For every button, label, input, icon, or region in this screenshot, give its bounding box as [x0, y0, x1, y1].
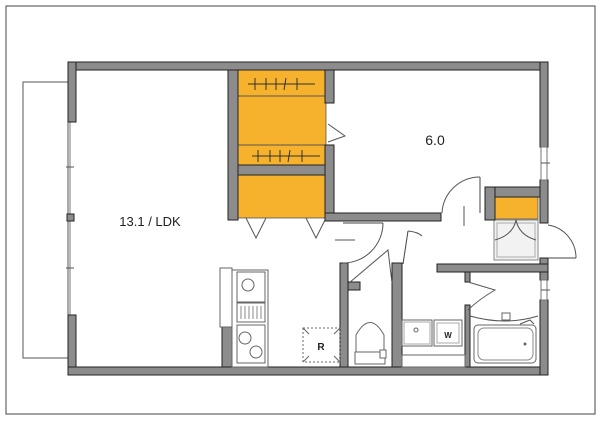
shoe-cabinet	[493, 219, 539, 261]
closet-upper	[237, 69, 347, 166]
toilet-door	[348, 249, 393, 284]
wash-shelf	[401, 354, 466, 368]
bath-door	[467, 281, 497, 311]
ldk-door	[335, 222, 384, 264]
washer-label: W	[444, 331, 452, 340]
bath-window	[540, 279, 550, 301]
drainboard	[236, 302, 266, 323]
washbasin	[401, 319, 433, 347]
entry-storage	[494, 196, 539, 220]
ldk-room-label: 13.1 / LDK	[119, 214, 181, 229]
kitchen-counter	[219, 267, 269, 368]
ldk-window	[66, 122, 75, 315]
refrigerator-space: R	[302, 327, 341, 363]
bedroom-window	[540, 146, 550, 181]
refrigerator-label: R	[317, 342, 325, 353]
stove	[236, 324, 266, 364]
entrance-door	[547, 224, 577, 259]
balcony	[22, 81, 69, 359]
frame-border	[5, 5, 596, 415]
bedroom-room-label: 6.0	[425, 132, 445, 148]
walls	[67, 61, 549, 376]
bathtub	[469, 312, 539, 364]
washroom-door	[402, 206, 465, 265]
closet-lower	[237, 174, 327, 240]
toilet	[354, 322, 387, 365]
washing-machine: W	[433, 319, 463, 347]
bedroom-door	[441, 176, 481, 214]
